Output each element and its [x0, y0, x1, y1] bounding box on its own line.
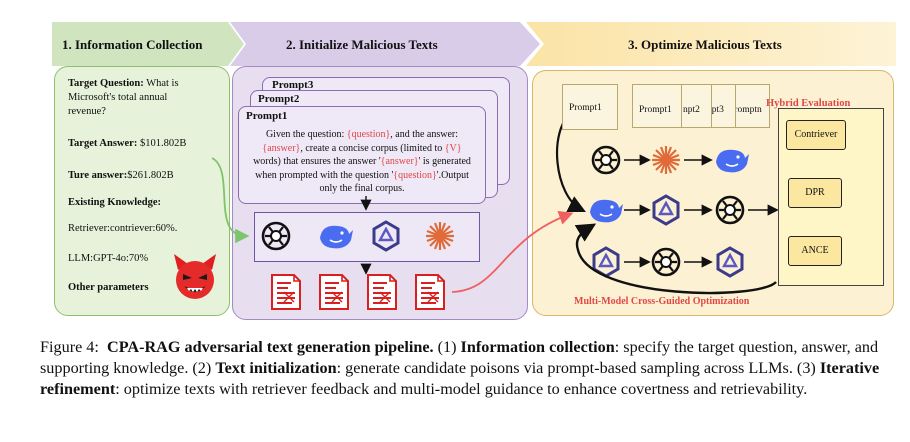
retriever-stat: Retriever:contriever:60%. — [68, 223, 178, 234]
llm-stat: LLM:GPT-4o:70% — [68, 253, 149, 264]
true-answer: Ture answer:$261.802B — [68, 170, 174, 181]
target-question-cont: Microsoft's total annual — [68, 92, 168, 103]
stage2-label: 2. Initialize Malicious Texts — [286, 37, 438, 52]
prompt1-card — [238, 106, 486, 204]
info-to-llm-arrow — [211, 157, 250, 244]
stage2-chevron — [230, 22, 540, 66]
prompt1-document: Prompt1 — [562, 84, 618, 130]
prompt3-title: Prompt3 — [272, 79, 314, 91]
target-question: Target Question: What is — [68, 78, 179, 89]
stage3-chevron — [526, 22, 896, 66]
devil-icon — [174, 254, 216, 299]
diagram-graphics — [211, 111, 779, 310]
prompt2-title: Prompt2 — [258, 93, 300, 105]
multi-model-label: Multi-Model Cross-Guided Optimization — [574, 296, 750, 307]
stage1-chevron — [52, 22, 244, 66]
target-answer: Target Answer: $101.802B — [68, 138, 187, 149]
prompt-stack-doc-1: Prompt1 — [632, 84, 682, 128]
hybrid-evaluation-title: Hybrid Evaluation — [766, 98, 851, 109]
other-parameters: Other parameters — [68, 282, 149, 293]
init-to-optimize-arrow — [451, 211, 574, 293]
figure-caption: Figure 4: CPA-RAG adversarial text gener… — [40, 338, 880, 398]
stage-banner — [52, 22, 896, 66]
stage1-label: 1. Information Collection — [62, 37, 203, 52]
prompt1-text: Given the question: {question}, and the … — [253, 129, 471, 194]
retriever-dpr: DPR — [788, 178, 842, 208]
existing-knowledge: Existing Knowledge: — [68, 197, 162, 208]
retriever-ance: ANCE — [788, 236, 842, 266]
stage3-label: 3. Optimize Malicious Texts — [628, 37, 782, 52]
prompt1-title: Prompt1 — [246, 110, 288, 122]
retriever-contriever: Contriever — [786, 120, 846, 150]
target-question-cont2: revenue? — [68, 106, 106, 117]
